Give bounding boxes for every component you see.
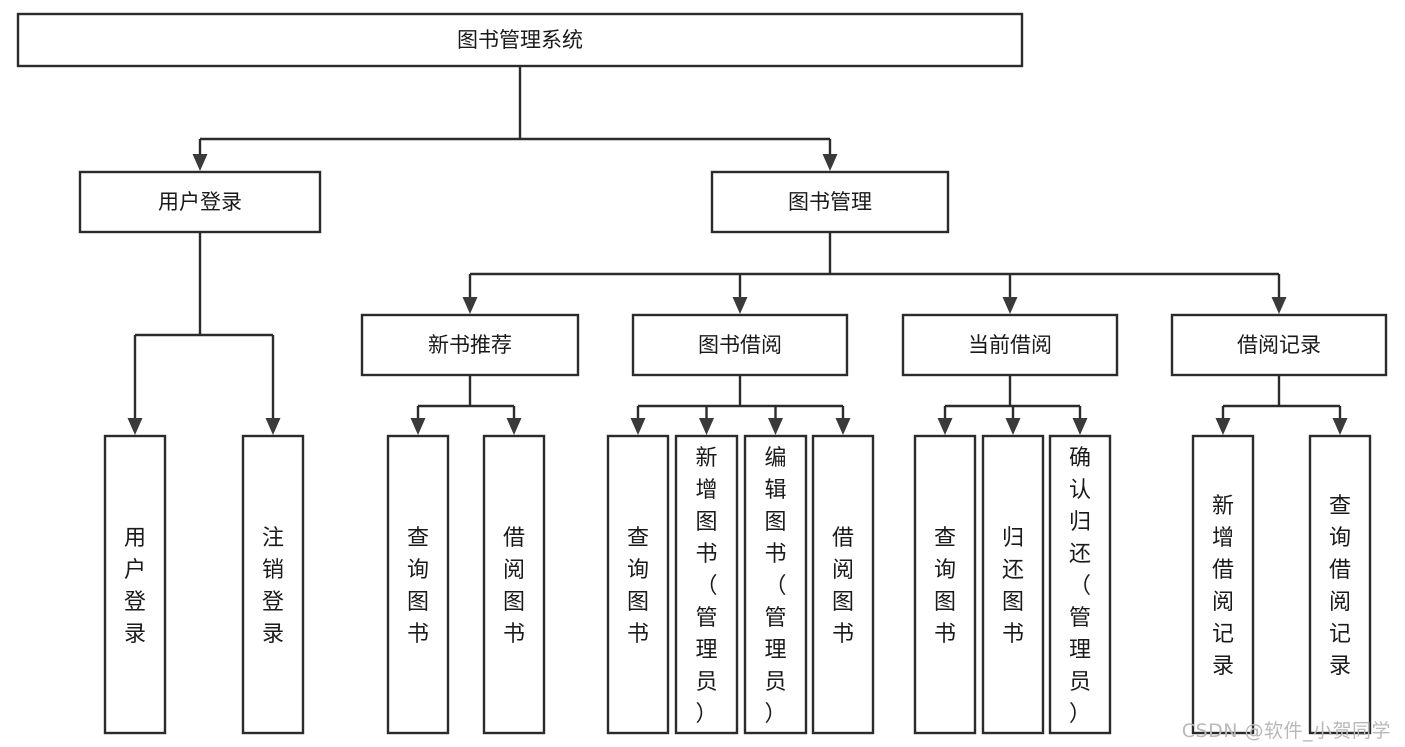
node-book-manage[interactable]: 图书管理 bbox=[710, 170, 950, 234]
arrow-head-icon bbox=[732, 297, 748, 314]
arrow-head-icon bbox=[1002, 297, 1018, 314]
arrow-head-icon bbox=[1271, 297, 1287, 314]
node-borrow-record[interactable]: 借阅记录 bbox=[1170, 313, 1388, 377]
node-label: 图书借阅 bbox=[698, 333, 782, 357]
arrow-head-icon bbox=[822, 154, 838, 171]
node-box[interactable] bbox=[1048, 434, 1112, 735]
node-leaf-borrow-book-1[interactable]: 借阅图书 bbox=[482, 434, 546, 735]
node-leaf-return-book[interactable]: 归还图书 bbox=[981, 434, 1045, 735]
node-label: 归还图书 bbox=[1002, 526, 1024, 647]
node-box[interactable] bbox=[981, 434, 1045, 735]
node-box[interactable] bbox=[241, 434, 305, 735]
node-box[interactable] bbox=[1191, 434, 1255, 735]
arrow-head-icon bbox=[462, 297, 478, 314]
csdn-watermark: CSDN @软件_小贺同学 bbox=[1181, 720, 1391, 742]
edge-group bbox=[410, 375, 522, 435]
edge-group bbox=[937, 375, 1088, 435]
node-box[interactable] bbox=[901, 313, 1119, 377]
arrow-head-icon bbox=[699, 418, 714, 435]
node-box[interactable] bbox=[1170, 313, 1388, 377]
arrow-head-icon bbox=[630, 418, 646, 435]
node-box[interactable] bbox=[103, 434, 167, 735]
edge-group bbox=[1215, 375, 1348, 435]
node-leaf-add-book[interactable]: 新增图书（管理员） bbox=[674, 434, 739, 735]
node-box[interactable] bbox=[743, 434, 808, 735]
node-box[interactable] bbox=[631, 313, 849, 377]
node-leaf-logout[interactable]: 注销登录 bbox=[241, 434, 305, 735]
edge-group bbox=[127, 232, 281, 435]
edge-group bbox=[630, 375, 851, 435]
node-leaf-edit-book[interactable]: 编辑图书（管理员） bbox=[743, 434, 808, 735]
node-label: 用户登录 bbox=[158, 190, 242, 214]
node-label: 注销登录 bbox=[262, 526, 284, 647]
arrow-head-icon bbox=[1332, 418, 1348, 435]
node-leaf-confirm-return[interactable]: 确认归还（管理员） bbox=[1048, 434, 1112, 735]
node-label: 用户登录 bbox=[124, 526, 146, 647]
node-label: 新增图书（管理员） bbox=[695, 446, 717, 727]
arrow-head-icon bbox=[1005, 418, 1021, 435]
node-leaf-user-login[interactable]: 用户登录 bbox=[103, 434, 167, 735]
node-label: 借阅图书 bbox=[503, 526, 525, 647]
arrow-head-icon bbox=[265, 418, 281, 435]
arrow-head-icon bbox=[127, 418, 143, 435]
node-label: 当前借阅 bbox=[968, 333, 1052, 357]
node-label: 借阅记录 bbox=[1237, 333, 1321, 357]
node-label: 编辑图书（管理员） bbox=[764, 446, 786, 727]
node-user-login[interactable]: 用户登录 bbox=[78, 170, 322, 234]
node-label: 查询借阅记录 bbox=[1329, 494, 1351, 679]
edge-group bbox=[462, 232, 1287, 314]
node-label: 图书管理系统 bbox=[457, 28, 583, 52]
node-book-borrow[interactable]: 图书借阅 bbox=[631, 313, 849, 377]
node-box[interactable] bbox=[386, 434, 450, 735]
node-leaf-borrow-book-2[interactable]: 借阅图书 bbox=[811, 434, 875, 735]
node-box[interactable] bbox=[482, 434, 546, 735]
connector-layer bbox=[127, 66, 1348, 435]
node-leaf-query-book-2[interactable]: 查询图书 bbox=[606, 434, 670, 735]
arrow-head-icon bbox=[1072, 418, 1088, 435]
node-box[interactable] bbox=[811, 434, 875, 735]
node-box[interactable] bbox=[710, 170, 950, 234]
node-leaf-query-book-1[interactable]: 查询图书 bbox=[386, 434, 450, 735]
node-box[interactable] bbox=[16, 12, 1024, 68]
arrow-head-icon bbox=[506, 418, 522, 435]
arrow-head-icon bbox=[768, 418, 783, 435]
edge-group bbox=[192, 66, 838, 171]
node-box[interactable] bbox=[674, 434, 739, 735]
node-root[interactable]: 图书管理系统 bbox=[16, 12, 1024, 68]
arrow-head-icon bbox=[835, 418, 851, 435]
node-layer: 图书管理系统用户登录图书管理新书推荐图书借阅当前借阅借阅记录用户登录注销登录查询… bbox=[16, 12, 1388, 735]
node-label: 新增借阅记录 bbox=[1212, 494, 1234, 679]
node-leaf-add-record[interactable]: 新增借阅记录 bbox=[1191, 434, 1255, 735]
node-label: 图书管理 bbox=[788, 190, 872, 214]
node-leaf-query-record[interactable]: 查询借阅记录 bbox=[1308, 434, 1372, 735]
node-label: 确认归还（管理员） bbox=[1069, 446, 1091, 727]
node-leaf-query-book-3[interactable]: 查询图书 bbox=[913, 434, 977, 735]
node-label: 查询图书 bbox=[407, 526, 429, 647]
node-label: 查询图书 bbox=[934, 526, 956, 647]
arrow-head-icon bbox=[1215, 418, 1231, 435]
node-label: 借阅图书 bbox=[832, 526, 854, 647]
node-current-borrow[interactable]: 当前借阅 bbox=[901, 313, 1119, 377]
node-box[interactable] bbox=[913, 434, 977, 735]
arrow-head-icon bbox=[192, 154, 208, 171]
arrow-head-icon bbox=[937, 418, 953, 435]
node-label: 新书推荐 bbox=[428, 333, 512, 357]
node-box[interactable] bbox=[78, 170, 322, 234]
node-box[interactable] bbox=[360, 313, 580, 377]
node-new-book-rec[interactable]: 新书推荐 bbox=[360, 313, 580, 377]
node-box[interactable] bbox=[606, 434, 670, 735]
arrow-head-icon bbox=[410, 418, 426, 435]
node-box[interactable] bbox=[1308, 434, 1372, 735]
node-label: 查询图书 bbox=[627, 526, 649, 647]
